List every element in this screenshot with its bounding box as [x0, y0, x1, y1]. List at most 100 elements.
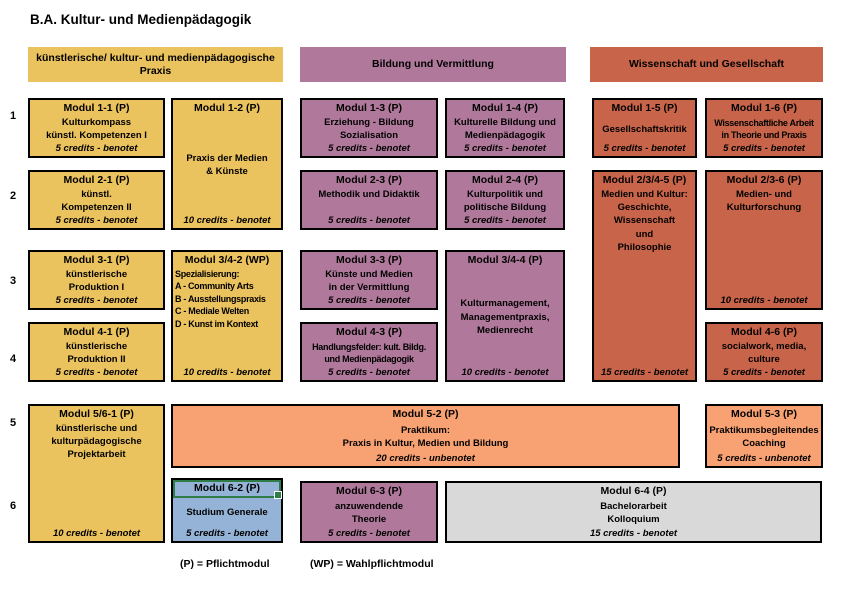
- module-box-1-5[interactable]: Modul 1-5 (P) Gesellschaftskritik 5 cred…: [592, 98, 697, 158]
- module-title: Modul 2/3-6 (P): [726, 174, 802, 186]
- semester-label-2: 2: [9, 190, 17, 202]
- module-credits: 5 credits - benotet: [723, 367, 805, 378]
- module-body: Bachelorarbeit Kolloquium: [600, 501, 667, 526]
- module-title: Modul 3-1 (P): [63, 254, 130, 266]
- module-credits: 5 credits - benotet: [328, 528, 410, 539]
- module-title: Modul 5/6-1 (P): [59, 408, 134, 420]
- module-body: Praxis der Medien & Künste: [186, 153, 268, 178]
- module-box-1-4[interactable]: Modul 1-4 (P) Kulturelle Bildung und Med…: [445, 98, 565, 158]
- column-header-praxis[interactable]: künstlerische/ kultur- und medienpädagog…: [28, 47, 283, 82]
- module-box-4-6[interactable]: Modul 4-6 (P) socialwork, media, culture…: [705, 322, 823, 382]
- module-body: anzuwendende Theorie: [334, 501, 404, 526]
- module-credits: 10 credits - benotet: [183, 367, 271, 378]
- module-title: Modul 5-3 (P): [731, 408, 797, 420]
- module-body: Handlungsfelder: kult. Bildg. und Medien…: [312, 341, 426, 365]
- module-box-1-6[interactable]: Modul 1-6 (P) Wissenschaftliche Arbeit i…: [705, 98, 823, 158]
- module-title: Modul 2-1 (P): [63, 174, 130, 186]
- module-box-2-3-6[interactable]: Modul 2/3-6 (P) Medien- und Kulturforsch…: [705, 170, 823, 310]
- module-box-3-4-2[interactable]: Modul 3/4-2 (WP) Spezialisierung: A - Co…: [171, 250, 283, 382]
- module-body: künstlerische Produktion II: [65, 341, 128, 366]
- module-body: Kulturkompass künstl. Kompetenzen I: [46, 117, 147, 142]
- module-box-6-4[interactable]: Modul 6-4 (P) Bachelorarbeit Kolloquium …: [445, 481, 822, 543]
- module-title: Modul 2/3/4-5 (P): [602, 174, 687, 186]
- module-credits: 10 credits - benotet: [183, 215, 271, 226]
- module-body: Kulturmanagement, Managementpraxis, Medi…: [460, 298, 550, 336]
- module-body: Studium Generale: [186, 507, 268, 519]
- module-title: Modul 6-4 (P): [600, 485, 667, 497]
- module-body: Praktikumsbegleitendes Coaching: [709, 425, 819, 450]
- module-credits: 20 credits - unbenotet: [376, 453, 475, 464]
- semester-label-5: 5: [9, 417, 17, 429]
- module-credits: 5 credits - benotet: [328, 367, 410, 378]
- module-body: Gesellschaftskritik: [602, 123, 687, 135]
- module-box-1-1[interactable]: Modul 1-1 (P) Kulturkompass künstl. Komp…: [28, 98, 165, 158]
- module-credits: 5 credits - benotet: [55, 367, 138, 378]
- module-box-3-1[interactable]: Modul 3-1 (P) künstlerische Produktion I…: [28, 250, 165, 310]
- module-credits: 5 credits - benotet: [55, 215, 138, 226]
- module-body: Kulturpolitik und politische Bildung: [463, 188, 547, 213]
- module-title: Modul 6-3 (P): [336, 485, 402, 497]
- module-body: Praktikum: Praxis in Kultur, Medien und …: [342, 425, 509, 450]
- module-box-3-4-4[interactable]: Modul 3/4-4 (P) Kulturmanagement, Manage…: [445, 250, 565, 382]
- module-box-5-3[interactable]: Modul 5-3 (P) Praktikumsbegleitendes Coa…: [705, 404, 823, 468]
- page-title: B.A. Kultur- und Medienpädagogik: [30, 12, 252, 27]
- module-title: Modul 1-2 (P): [194, 102, 260, 114]
- module-credits: 10 credits - benotet: [461, 367, 549, 378]
- module-credits: 5 credits - unbenotet: [717, 453, 811, 464]
- module-box-3-3[interactable]: Modul 3-3 (P) Künste und Medien in der V…: [300, 250, 438, 310]
- module-body: Erziehung - Bildung Sozialisation: [324, 117, 414, 142]
- module-box-4-3[interactable]: Modul 4-3 (P) Handlungsfelder: kult. Bil…: [300, 322, 438, 382]
- module-box-2-3-4-5[interactable]: Modul 2/3/4-5 (P) Medien und Kultur: Ges…: [592, 170, 697, 382]
- module-title: Modul 4-6 (P): [731, 326, 797, 338]
- module-title: Modul 2-4 (P): [472, 174, 538, 186]
- column-header-bildung[interactable]: Bildung und Vermittlung: [300, 47, 566, 82]
- module-title: Modul 2-3 (P): [336, 174, 402, 186]
- module-credits: 5 credits - benotet: [723, 143, 805, 154]
- module-credits: 5 credits - benotet: [328, 295, 410, 306]
- module-body: Methodik und Didaktik: [318, 188, 420, 200]
- module-box-6-2-selected[interactable]: Modul 6-2 (P) Studium Generale 5 credits…: [171, 478, 283, 543]
- module-title: Modul 4-1 (P): [63, 326, 130, 338]
- module-body: Künste und Medien in der Vermittlung: [325, 269, 413, 294]
- module-credits: 5 credits - benotet: [55, 295, 138, 306]
- module-body: Spezialisierung: A - Community Arts B - …: [175, 268, 266, 330]
- module-credits: 10 credits - benotet: [720, 295, 808, 306]
- module-credits: 5 credits - benotet: [55, 143, 138, 154]
- module-box-6-3[interactable]: Modul 6-3 (P) anzuwendende Theorie 5 cre…: [300, 481, 438, 543]
- module-box-2-1[interactable]: Modul 2-1 (P) künstl. Kompetenzen II 5 c…: [28, 170, 165, 230]
- semester-label-1: 1: [9, 110, 17, 122]
- module-body: künstl. Kompetenzen II: [61, 189, 132, 214]
- module-credits: 5 credits - benotet: [464, 215, 546, 226]
- column-header-wissenschaft[interactable]: Wissenschaft und Gesellschaft: [590, 47, 823, 82]
- module-box-1-2[interactable]: Modul 1-2 (P) Praxis der Medien & Künste…: [171, 98, 283, 230]
- module-body: Medien- und Kulturforschung: [726, 188, 802, 213]
- legend-pflichtmodul: (P) = Pflichtmodul: [180, 558, 270, 570]
- module-title: Modul 1-3 (P): [336, 102, 402, 114]
- module-box-5-6-1[interactable]: Modul 5/6-1 (P) künstlerische und kultur…: [28, 404, 165, 543]
- semester-label-3: 3: [9, 275, 17, 287]
- module-box-1-3[interactable]: Modul 1-3 (P) Erziehung - Bildung Sozial…: [300, 98, 438, 158]
- module-body: socialwork, media, culture: [721, 341, 807, 366]
- module-box-4-1[interactable]: Modul 4-1 (P) künstlerische Produktion I…: [28, 322, 165, 382]
- module-title: Modul 1-4 (P): [472, 102, 538, 114]
- module-box-2-3[interactable]: Modul 2-3 (P) Methodik und Didaktik 5 cr…: [300, 170, 438, 230]
- module-title: Modul 3/4-2 (WP): [184, 254, 270, 266]
- module-body: Wissenschaftliche Arbeit in Theorie und …: [714, 117, 814, 141]
- module-body: künstlerische und kulturpädagogische Pro…: [51, 422, 142, 461]
- module-credits: 5 credits - benotet: [603, 143, 686, 154]
- module-credits: 5 credits - benotet: [328, 143, 410, 154]
- module-box-2-4[interactable]: Modul 2-4 (P) Kulturpolitik und politisc…: [445, 170, 565, 230]
- module-title-selection-frame[interactable]: Modul 6-2 (P): [173, 480, 282, 499]
- module-title: Modul 3-3 (P): [336, 254, 402, 266]
- semester-label-4: 4: [9, 353, 17, 365]
- module-title: Modul 1-1 (P): [63, 102, 130, 114]
- module-body: künstlerische Produktion I: [65, 269, 128, 294]
- legend-wahlpflichtmodul: (WP) = Wahlpflichtmodul: [310, 558, 434, 570]
- module-credits: 5 credits - benotet: [328, 215, 410, 226]
- module-credits: 10 credits - benotet: [52, 528, 141, 539]
- module-title: Modul 3/4-4 (P): [467, 254, 543, 266]
- module-body: Kulturelle Bildung und Medienpädagogik: [454, 117, 556, 142]
- module-box-5-2[interactable]: Modul 5-2 (P) Praktikum: Praxis in Kultu…: [171, 404, 680, 468]
- module-title: Modul 1-5 (P): [611, 102, 678, 114]
